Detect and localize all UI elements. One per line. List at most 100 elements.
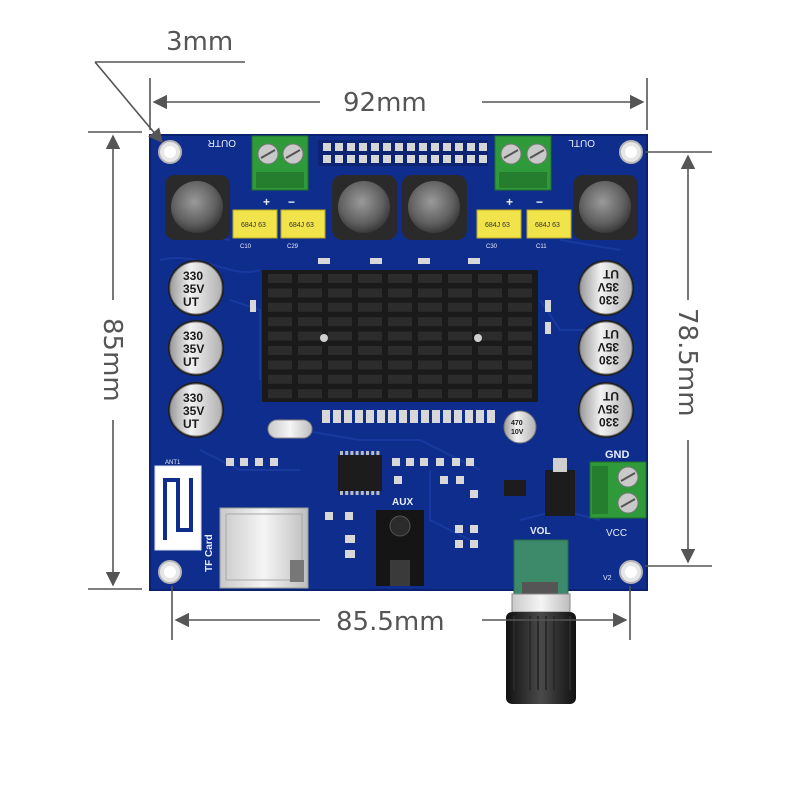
capacitor-text: UT bbox=[183, 355, 200, 369]
v2-label: V2 bbox=[603, 575, 612, 582]
header-pin bbox=[431, 143, 439, 151]
heatsink-fin bbox=[358, 274, 382, 283]
heatsink-fin bbox=[388, 288, 412, 298]
capacitor-text: 35V bbox=[183, 342, 204, 356]
ic-pin bbox=[355, 491, 359, 495]
capacitor-text: 330 bbox=[599, 293, 619, 307]
heatsink-fin bbox=[508, 346, 532, 355]
smd-resistor bbox=[443, 410, 451, 423]
smd-resistor bbox=[322, 410, 330, 423]
heatsink-fin bbox=[418, 389, 442, 399]
header-pin bbox=[467, 155, 475, 163]
heatsink-fin bbox=[328, 331, 352, 341]
heatsink-fin bbox=[478, 302, 502, 312]
header-pin bbox=[371, 155, 379, 163]
capacitor-text: UT bbox=[602, 327, 619, 341]
heatsink-fin bbox=[358, 374, 382, 384]
inductor-2 bbox=[332, 175, 397, 240]
ic-pin bbox=[345, 451, 349, 455]
header-pin bbox=[443, 143, 451, 151]
outl-minus-label: − bbox=[536, 195, 543, 209]
dimension-92mm: 92mm bbox=[343, 88, 427, 118]
chip-bluetooth bbox=[338, 451, 382, 495]
header-pin bbox=[323, 155, 331, 163]
heatsink-fin bbox=[328, 389, 352, 399]
c11-label: C11 bbox=[536, 244, 547, 250]
heatsink-fin bbox=[478, 360, 502, 370]
outl-plus-label: + bbox=[506, 195, 513, 209]
capacitor-text: 35V bbox=[598, 402, 619, 416]
volume-potentiometer[interactable] bbox=[506, 539, 576, 704]
terminal-block-outl bbox=[494, 135, 552, 191]
ic-pin bbox=[371, 491, 375, 495]
small-cap-line2: 10V bbox=[511, 429, 524, 436]
aux-audio-jack bbox=[376, 510, 424, 586]
heatsink-fin bbox=[328, 288, 352, 298]
heatsink-fin bbox=[448, 374, 472, 384]
header-pin bbox=[383, 155, 391, 163]
header-pin bbox=[395, 143, 403, 151]
capacitor-text: 330 bbox=[183, 329, 203, 343]
capacitor-text: UT bbox=[183, 417, 200, 431]
header-pin bbox=[407, 155, 415, 163]
header-pin bbox=[431, 155, 439, 163]
heatsink-fin bbox=[358, 360, 382, 370]
film-capacitor-2-label: 684J 63 bbox=[289, 222, 314, 229]
header-pin bbox=[455, 143, 463, 151]
outr-label: OUTR bbox=[208, 137, 236, 148]
ic-pin bbox=[360, 451, 364, 455]
dimension-85-5mm: 85.5mm bbox=[336, 607, 445, 637]
heatsink-fin bbox=[268, 317, 292, 327]
heatsink-fin bbox=[388, 274, 412, 283]
volume-knob[interactable] bbox=[506, 612, 576, 704]
heatsink-fin bbox=[448, 317, 472, 327]
heatsink-fin bbox=[358, 331, 382, 341]
heatsink-fin bbox=[298, 360, 322, 370]
heatsink-fin bbox=[418, 302, 442, 312]
heatsink-fin bbox=[298, 331, 322, 341]
smd-resistor bbox=[487, 410, 495, 423]
smd-resistor-row bbox=[322, 410, 495, 423]
header-pin bbox=[335, 143, 343, 151]
heatsink-fin bbox=[508, 274, 532, 283]
heatsink-fin bbox=[328, 374, 352, 384]
capacitor-text: 330 bbox=[599, 415, 619, 429]
mounting-hole-top-right bbox=[619, 140, 643, 164]
mounting-hole-top-left bbox=[158, 140, 182, 164]
film-capacitor-2: 684J 63 bbox=[280, 209, 326, 239]
heatsink-fin bbox=[358, 302, 382, 312]
heatsink-fin bbox=[418, 360, 442, 370]
capacitor-text: 35V bbox=[183, 282, 204, 296]
vol-label: VOL bbox=[530, 526, 551, 537]
smd-resistor bbox=[421, 410, 429, 423]
capacitor-text: UT bbox=[183, 295, 200, 309]
heatsink-fin bbox=[268, 288, 292, 298]
heatsink-fin bbox=[298, 288, 322, 298]
header-pin bbox=[443, 155, 451, 163]
dimension-85mm: 85mm bbox=[97, 318, 127, 402]
header-pin bbox=[359, 143, 367, 151]
ic-pin bbox=[340, 491, 343, 495]
header-pin-row bbox=[318, 140, 488, 166]
heatsink bbox=[262, 270, 538, 402]
smd-resistor bbox=[377, 410, 385, 423]
heatsink-fin bbox=[268, 360, 292, 370]
heatsink-fin bbox=[448, 346, 472, 355]
aux-label: AUX bbox=[392, 497, 413, 508]
dimension-3mm: 3mm bbox=[166, 27, 233, 57]
header-pin bbox=[335, 155, 343, 163]
header-pin bbox=[467, 143, 475, 151]
heatsink-fin bbox=[478, 331, 502, 341]
heatsink-fin bbox=[508, 374, 532, 384]
ic-pin bbox=[366, 451, 369, 455]
outr-plus-label: + bbox=[263, 195, 270, 209]
film-capacitor-3-label: 684J 63 bbox=[485, 222, 510, 229]
heatsink-fin bbox=[508, 389, 532, 399]
chip-regulator bbox=[545, 458, 575, 516]
heatsink-fin bbox=[298, 346, 322, 355]
heatsink-fin bbox=[298, 302, 322, 312]
heatsink-fin bbox=[388, 302, 412, 312]
